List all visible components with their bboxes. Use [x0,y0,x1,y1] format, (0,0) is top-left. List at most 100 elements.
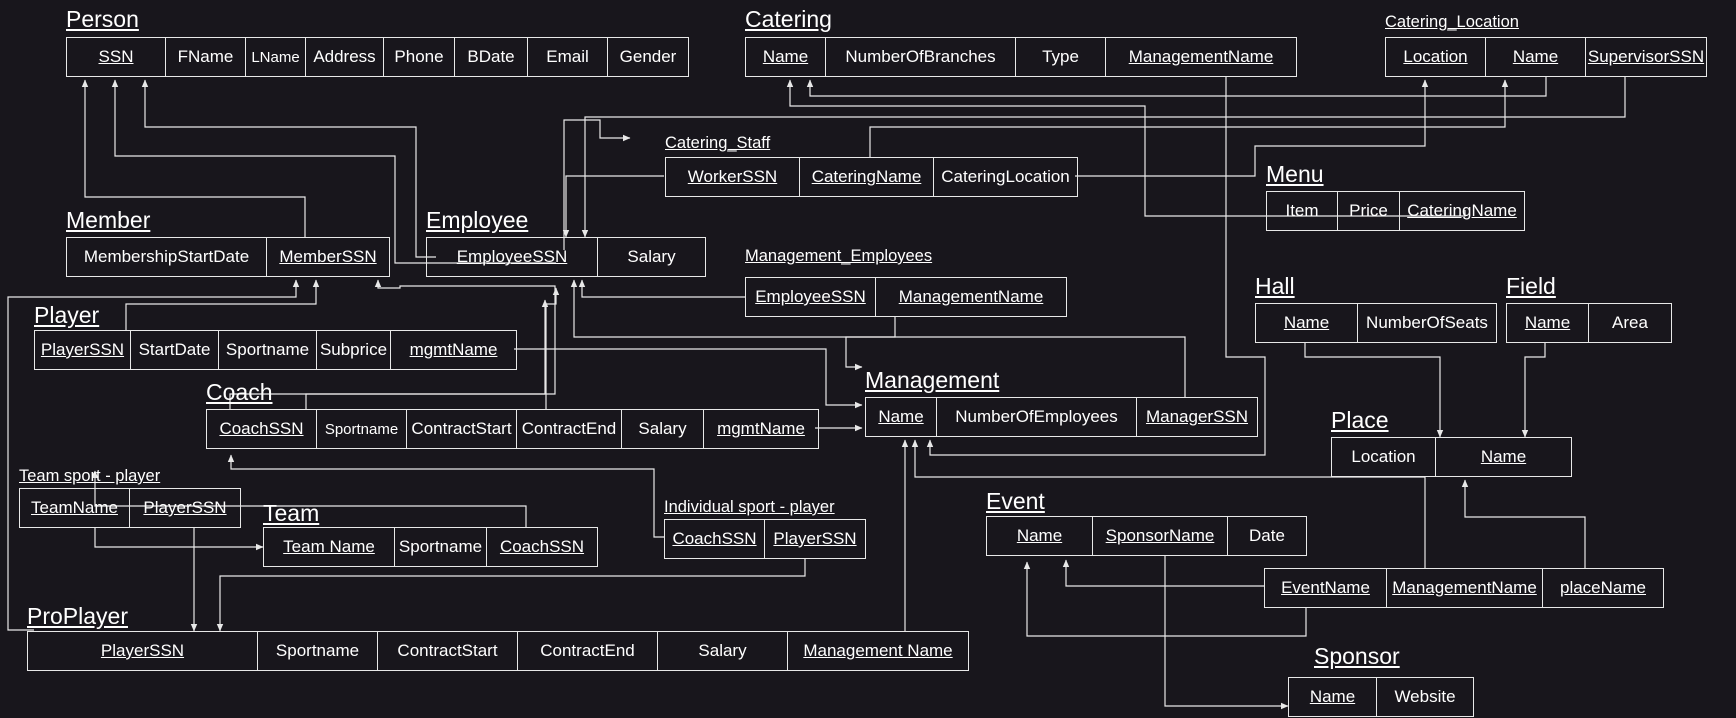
column-person-email: Email [528,38,608,76]
column-proplayer-management-name: Management Name [803,641,953,660]
column-person-phone: Phone [384,38,455,76]
column-management-employees-employeessn: EmployeeSSN [746,278,876,316]
relationship-arrow [81,79,306,237]
table-title-individual-sport-player: Individual sport - player [664,498,835,516]
column-event-name: Name [987,517,1093,555]
column-coach-contractstart: ContractStart [407,410,517,448]
relationship-arrow [1062,559,1264,587]
column-catering-staff-workerssn: WorkerSSN [666,158,800,196]
column-person-gender: Gender [619,47,677,66]
relationship-arrow [806,77,1547,97]
relationship-arrow [570,279,896,338]
column-team-sport-player-playerssn: PlayerSSN [143,498,227,517]
table-title-management-employees: Management_Employees [745,247,933,265]
column-coach-sportname: Sportname [317,410,407,448]
relationship-arrow [845,336,1186,398]
relationship-arrow [545,287,560,409]
column-catering-staff-cateringlocation: CateringLocation [941,167,1070,186]
relationship-arrow [911,439,1426,568]
column-person-address: Address [306,38,384,76]
relationship-arrow [1304,343,1444,438]
relationship-arrow [563,119,631,250]
column-hall-name: Name [1256,304,1358,342]
table-title-hall: Hall [1255,273,1295,299]
column-player-mgmtname: mgmtName [409,340,498,359]
column-event-place-eventname: EventName [1265,569,1387,607]
column-member-membershipstartdate: MembershipStartDate [67,238,267,276]
column-team-sport-player-teamname: TeamName [20,489,130,527]
column-player-subprice: Subprice [317,331,391,369]
table-team-sport-player[interactable]: TeamName PlayerSSN [19,488,241,528]
column-person-lname: LName [246,38,306,76]
column-management-name: Name [866,398,937,436]
relationship-arrow [216,559,806,632]
column-menu-cateringname: CateringName [1407,201,1517,220]
column-menu-price: Price [1338,192,1400,230]
column-person-bdate: BDate [455,38,528,76]
column-team-coachssn: CoachSSN [499,537,585,556]
relationship-arrow [581,77,1626,238]
column-event-place-managementname: ManagementName [1387,569,1543,607]
column-event-date: Date [1249,526,1285,545]
relationship-arrow [1521,343,1546,438]
relationship-arrow [1461,479,1586,568]
table-title-proplayer: ProPlayer [27,603,128,629]
table-title-event: Event [986,488,1045,514]
table-title-catering-staff: Catering_Staff [665,134,771,152]
table-title-person: Person [66,6,139,32]
table-title-member: Member [66,207,151,233]
column-employee-salary: Salary [627,247,676,266]
column-individual-sport-player-coachssn: CoachSSN [665,520,765,558]
relationship-arrow [1075,79,1429,177]
column-proplayer-sportname: Sportname [258,632,378,670]
relationship-arrow [227,454,664,538]
column-catering-type: Type [1016,38,1106,76]
table-title-catering: Catering [745,6,832,32]
column-coach-contractend: ContractEnd [517,410,622,448]
column-player-startdate: StartDate [131,331,219,369]
column-team-team-name: Team Name [264,528,395,566]
column-person-fname: FName [166,38,246,76]
column-management-managerssn: ManagerSSN [1145,407,1249,426]
column-catering-location-name: Name [1486,38,1586,76]
column-individual-sport-player-playerssn: PlayerSSN [773,529,857,548]
relationship-arrow [7,279,300,631]
table-title-catering-location: Catering_Location [1385,13,1519,31]
relationship-arrow [229,299,549,409]
table-hall[interactable]: Name NumberOfSeats [1255,303,1497,343]
table-title-player: Player [34,302,100,328]
table-individual-sport-player[interactable]: CoachSSN PlayerSSN [664,519,866,559]
column-proplayer-contractstart: ContractStart [378,632,518,670]
relationship-arrow [125,279,320,330]
relationship-arrow [514,348,863,409]
column-coach-salary: Salary [622,410,704,448]
column-field-name: Name [1507,304,1589,342]
column-player-playerssn: PlayerSSN [35,331,131,369]
table-management-employees[interactable]: EmployeeSSN ManagementName [745,277,1067,317]
column-sponsor-website: Website [1394,687,1456,706]
column-place-name: Name [1480,447,1527,466]
column-management-employees-managementname: ManagementName [898,287,1044,306]
table-title-sponsor: Sponsor [1314,643,1400,669]
column-hall-numberofseats: NumberOfSeats [1366,313,1488,332]
table-title-management: Management [865,367,1000,393]
column-proplayer-playerssn: PlayerSSN [28,632,258,670]
